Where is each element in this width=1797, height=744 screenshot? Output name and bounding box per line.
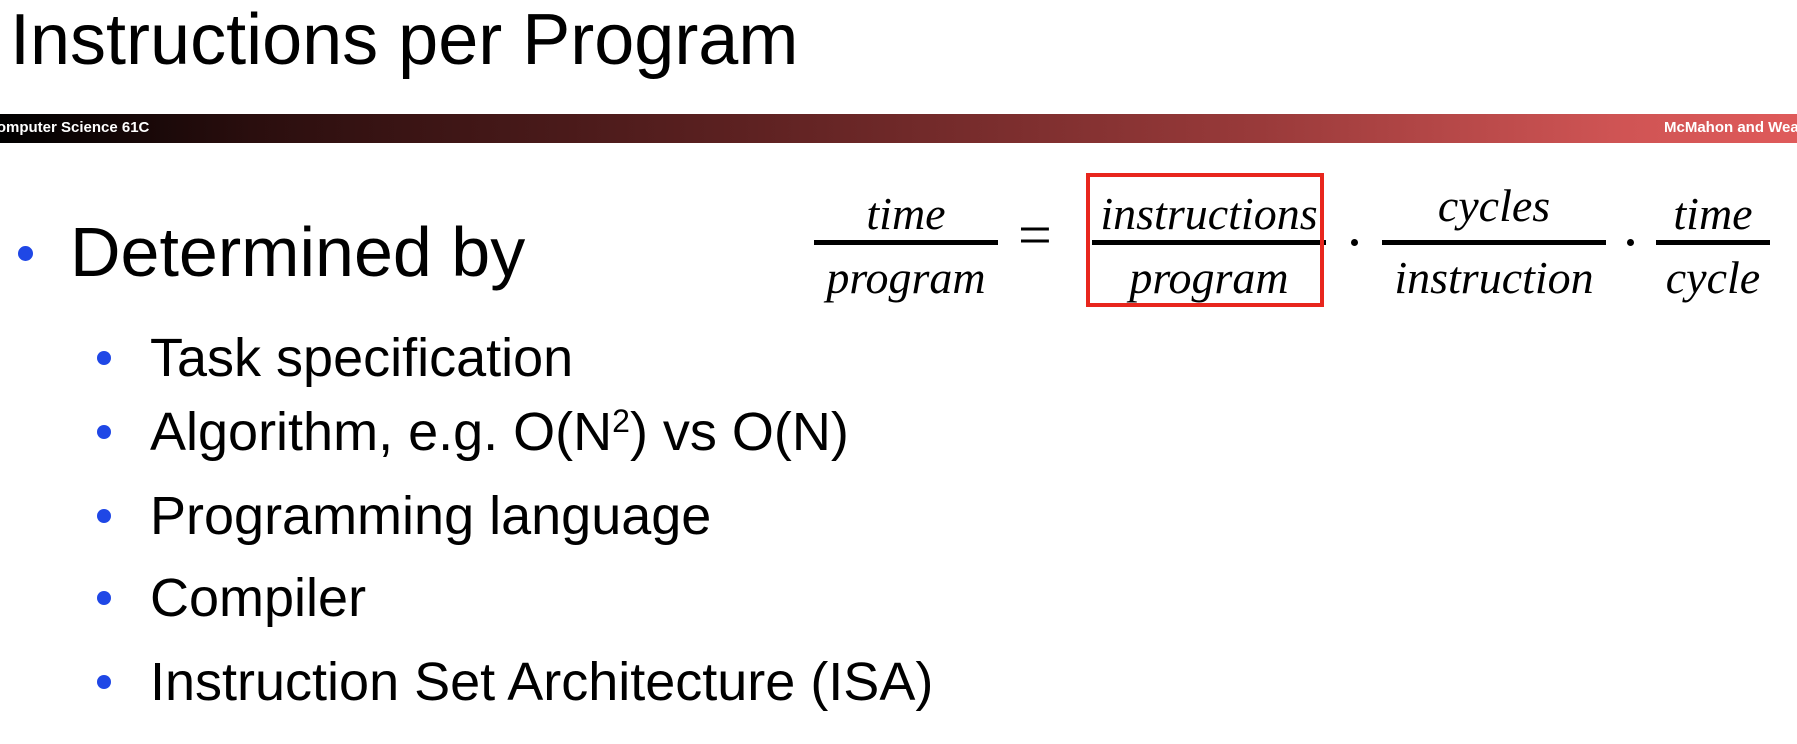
equals-sign: = — [1018, 202, 1052, 268]
bullet-dot-icon — [97, 591, 111, 605]
fraction-time-per-cycle: time cycle — [1656, 180, 1770, 310]
bullet-item: Programming language — [97, 484, 712, 548]
iron-law-formula: time program = instructions program cycl… — [814, 173, 1774, 310]
bullet-dot-icon — [97, 675, 111, 689]
numerator: time — [1673, 188, 1753, 239]
exponent: 2 — [612, 403, 630, 439]
fraction-instructions-per-program: instructions program — [1092, 180, 1326, 310]
fraction-cycles-per-instruction: cycles instruction — [1382, 180, 1606, 310]
fraction-bar — [1382, 240, 1606, 245]
denominator: program — [1129, 252, 1289, 303]
bullet-item-text: Programming language — [150, 486, 712, 546]
course-label: Computer Science 61C — [0, 119, 150, 136]
bullet-main-text: Determined by — [70, 213, 526, 291]
bullet-item-text: Algorithm, e.g. O(N2) vs O(N) — [150, 402, 849, 462]
bullet-item: Algorithm, e.g. O(N2) vs O(N) — [97, 400, 849, 471]
bullet-item-text: Task specification — [150, 328, 574, 388]
bullet-item: Task specification — [97, 326, 574, 390]
header-bar: Computer Science 61C McMahon and Weaver — [0, 114, 1797, 143]
bullet-dot-icon — [97, 425, 111, 439]
bullet-item-text: Instruction Set Architecture (ISA) — [150, 652, 934, 712]
fraction-bar — [1092, 240, 1326, 245]
instructors-label: McMahon and Weaver — [1664, 119, 1797, 136]
bullet-item: Instruction Set Architecture (ISA) — [97, 650, 934, 714]
bullet-dot-icon — [97, 509, 111, 523]
algorithm-text-before: Algorithm, e.g. O(N — [150, 402, 613, 462]
bullet-item-text: Compiler — [150, 568, 367, 628]
fraction-bar — [1656, 240, 1770, 245]
denominator: cycle — [1665, 252, 1761, 303]
denominator: program — [826, 252, 986, 303]
bullet-dot-icon — [97, 351, 111, 365]
bullet-dot-icon — [18, 246, 33, 261]
fraction-bar — [814, 240, 998, 245]
algorithm-text-after: ) vs O(N) — [629, 402, 849, 462]
bullet-item: Compiler — [97, 566, 367, 630]
numerator: instructions — [1100, 188, 1318, 239]
numerator: time — [866, 188, 946, 239]
multiply-dot — [1627, 239, 1634, 246]
fraction-time-per-program: time program — [814, 180, 998, 310]
highlight-box — [1086, 173, 1324, 307]
denominator: instruction — [1394, 252, 1594, 303]
multiply-dot — [1351, 239, 1358, 246]
slide-title: Instructions per Program — [10, 0, 799, 80]
bullet-main: Determined by — [18, 210, 526, 294]
numerator: cycles — [1437, 180, 1551, 231]
